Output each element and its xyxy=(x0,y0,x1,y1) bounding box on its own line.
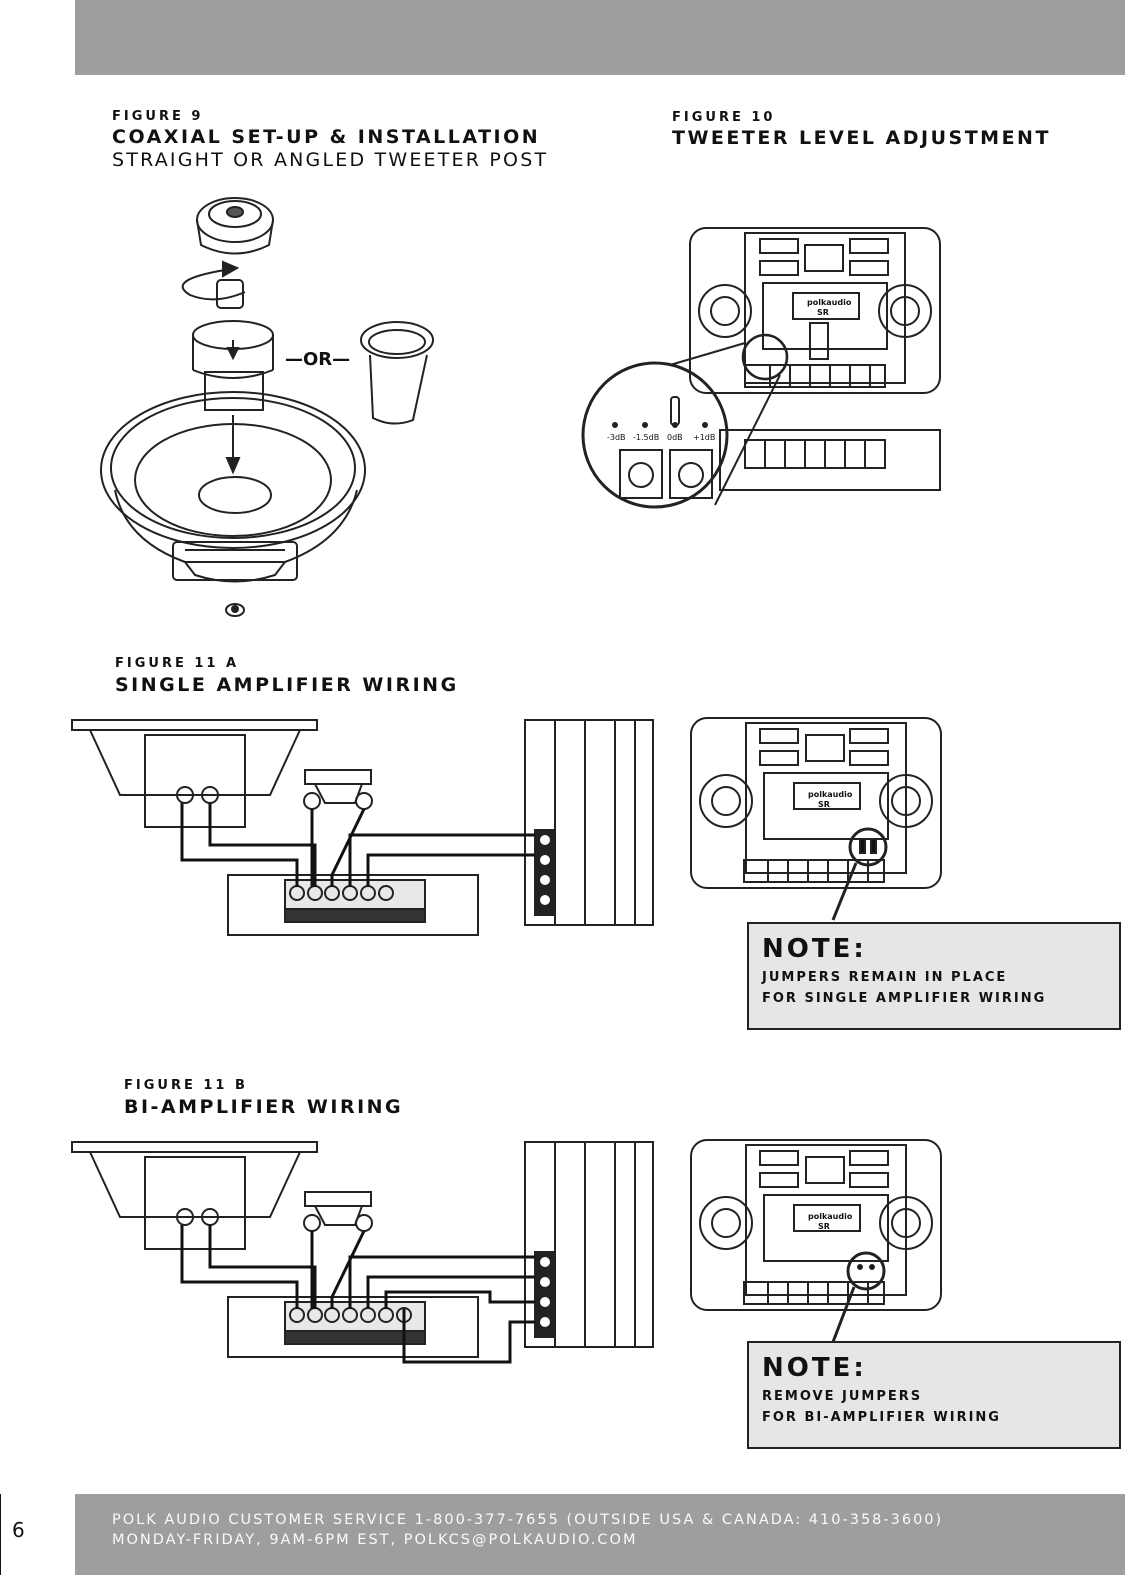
single-amp-crossover-illustration: polkaudio SR xyxy=(690,717,942,921)
tweeter-level-illustration: polkaudio SR -3dB -1.5dB 0dB +1dB xyxy=(581,227,941,509)
figure11a-number: FIGURE 11 A xyxy=(115,656,240,671)
footer-line1: POLK AUDIO CUSTOMER SERVICE 1-800-377-76… xyxy=(112,1512,944,1528)
single-amp-note-line2: FOR SINGLE AMPLIFIER WIRING xyxy=(762,991,1047,1006)
figure9-number: FIGURE 9 xyxy=(112,109,204,124)
bi-amp-note-line1: REMOVE JUMPERS xyxy=(762,1389,923,1404)
page-number: 6 xyxy=(12,1518,25,1542)
bi-amp-note-box: NOTE: REMOVE JUMPERS FOR BI-AMPLIFIER WI… xyxy=(747,1341,1121,1449)
single-amp-note-title: NOTE: xyxy=(762,934,867,964)
figure10-title: TWEETER LEVEL ADJUSTMENT xyxy=(672,127,1051,149)
footer-line2: MONDAY-FRIDAY, 9AM-6PM EST, POLKCS@POLKA… xyxy=(112,1532,638,1548)
figure9-title: COAXIAL SET-UP & INSTALLATION xyxy=(112,126,541,148)
level-label-plus1: +1dB xyxy=(693,433,715,442)
single-amp-note-line1: JUMPERS REMAIN IN PLACE xyxy=(762,970,1008,985)
crossover-model: SR xyxy=(817,308,829,317)
figure11a-title: SINGLE AMPLIFIER WIRING xyxy=(115,674,459,696)
single-amp-crossover-logo: polkaudio xyxy=(808,790,853,799)
bi-amp-wiring-illustration xyxy=(71,1141,654,1364)
header-bar xyxy=(75,0,1125,75)
level-label-0: 0dB xyxy=(667,433,683,442)
footer-bar: POLK AUDIO CUSTOMER SERVICE 1-800-377-76… xyxy=(75,1494,1125,1575)
figure11b-number: FIGURE 11 B xyxy=(124,1078,248,1093)
bi-amp-note-title: NOTE: xyxy=(762,1353,867,1383)
figure10-number: FIGURE 10 xyxy=(672,110,776,125)
bi-amp-crossover-illustration: polkaudio SR xyxy=(690,1139,942,1343)
bi-amp-crossover-logo: polkaudio xyxy=(808,1212,853,1221)
single-amp-note-box: NOTE: JUMPERS REMAIN IN PLACE FOR SINGLE… xyxy=(747,922,1121,1030)
crossover-logo: polkaudio xyxy=(807,298,852,307)
coaxial-installation-illustration: —OR— xyxy=(100,197,434,617)
figure11b-title: BI-AMPLIFIER WIRING xyxy=(124,1096,404,1118)
or-label: —OR— xyxy=(285,349,350,370)
figure9-subtitle: STRAIGHT OR ANGLED TWEETER POST xyxy=(112,149,549,171)
bi-amp-crossover-model: SR xyxy=(818,1222,830,1231)
bi-amp-note-line2: FOR BI-AMPLIFIER WIRING xyxy=(762,1410,1001,1425)
single-amp-crossover-model: SR xyxy=(818,800,830,809)
level-label-minus1-5: -1.5dB xyxy=(633,433,659,442)
single-amp-wiring-illustration xyxy=(71,719,654,936)
level-label-minus3: -3dB xyxy=(607,433,626,442)
page-number-rule xyxy=(0,1494,1,1575)
